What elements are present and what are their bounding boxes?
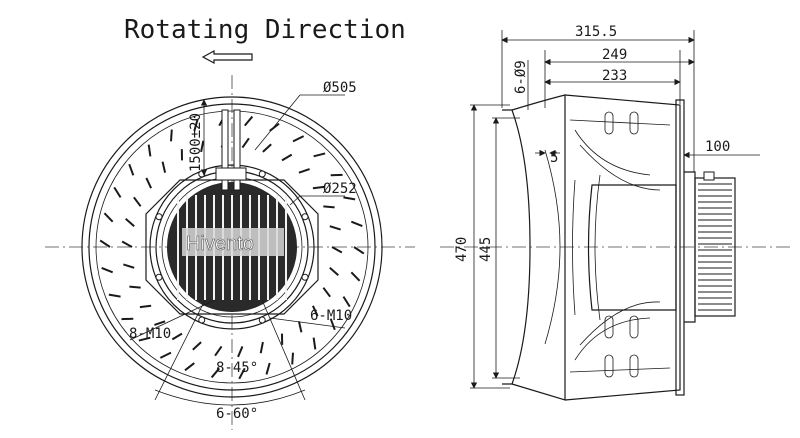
blade-mark xyxy=(121,240,133,248)
bolt-hole xyxy=(198,316,206,324)
blade-mark xyxy=(281,153,293,162)
blade-mark xyxy=(331,246,343,254)
front-view: Hivento Ø505 Ø252 1500±20 8-M10 6-M10 8-… xyxy=(45,75,415,430)
bolt-hole xyxy=(301,213,309,221)
bolt-holes-a-label: 8-M10 xyxy=(129,326,171,342)
depth-315-label: 315.5 xyxy=(575,24,617,40)
blade-mark xyxy=(125,218,135,227)
blade-mark xyxy=(193,119,199,132)
bolt-holes-b-label: 6-M10 xyxy=(310,308,352,324)
blade-mark xyxy=(214,345,223,357)
blade-mark xyxy=(350,220,363,227)
blade-mark xyxy=(171,332,183,341)
blade-mark xyxy=(329,318,336,331)
blade-mark xyxy=(311,305,319,317)
blade-marks xyxy=(99,114,365,380)
blade-mark xyxy=(298,168,310,174)
logo-text: Hivento xyxy=(186,233,254,255)
blade-mark xyxy=(123,263,135,269)
blade-mark xyxy=(154,320,166,326)
blade-mark xyxy=(99,239,111,248)
blade-mark xyxy=(353,246,365,255)
blade-mark xyxy=(108,293,121,298)
blade-mark xyxy=(145,177,153,189)
angle-a-label: 8-45° xyxy=(216,360,258,376)
blade-mark xyxy=(241,137,250,149)
blade-mark xyxy=(184,362,195,372)
blade-mark xyxy=(139,304,152,309)
bolt-hole xyxy=(258,316,266,324)
blade-mark xyxy=(159,351,172,359)
blade-mark xyxy=(323,205,335,209)
blade-mark xyxy=(243,115,254,127)
blade-mark xyxy=(133,196,142,207)
height-470-label: 470 xyxy=(454,237,470,262)
blade-mark xyxy=(147,144,152,157)
blade-mark xyxy=(265,362,271,375)
gap-label: 5 xyxy=(550,150,558,166)
inner-diameter-label: Ø252 xyxy=(323,181,357,197)
blade-mark xyxy=(192,341,202,351)
blade-mark xyxy=(291,352,294,365)
bolt-hole xyxy=(155,273,163,281)
blade-mark xyxy=(103,212,114,223)
depth-249-label: 249 xyxy=(602,47,627,63)
blade-mark xyxy=(238,367,246,380)
blade-mark xyxy=(329,267,339,276)
plate-thickness-label: 6-Ø9 xyxy=(513,60,529,94)
offset-label: 100 xyxy=(705,139,730,155)
blade-mark xyxy=(259,341,264,354)
blade-mark xyxy=(237,346,244,358)
bolt-hole xyxy=(301,273,309,281)
bolt-hole xyxy=(258,170,266,178)
blade-mark xyxy=(128,163,135,176)
blade-mark xyxy=(322,287,331,298)
outer-diameter-label: Ø505 xyxy=(323,80,357,96)
rotation-arrow-icon xyxy=(201,49,253,65)
blade-mark xyxy=(113,186,122,198)
side-view: 315.5 249 233 6-Ø9 5 100 470 445 xyxy=(440,24,790,401)
blade-mark xyxy=(138,336,151,342)
blade-mark xyxy=(170,129,173,142)
depth-233-label: 233 xyxy=(602,68,627,84)
blade-mark xyxy=(262,143,272,153)
title-text: Rotating Direction xyxy=(124,15,406,45)
blade-mark xyxy=(161,161,167,173)
blade-mark xyxy=(129,285,141,289)
motor-side-fins xyxy=(698,183,732,311)
cable-length-label: 1500±20 xyxy=(188,113,204,172)
blade-mark xyxy=(329,225,341,231)
blade-mark xyxy=(292,135,305,143)
height-445-label: 445 xyxy=(478,237,494,262)
blade-mark xyxy=(297,321,303,333)
bolt-hole xyxy=(155,213,163,221)
blade-mark xyxy=(312,185,325,190)
blade-mark xyxy=(342,296,351,308)
blade-mark xyxy=(313,152,326,158)
blade-mark xyxy=(312,337,317,350)
blade-mark xyxy=(350,271,361,282)
angle-b-label: 6-60° xyxy=(216,406,258,422)
blade-mark xyxy=(101,267,114,274)
blade-mark xyxy=(343,196,356,201)
blade-mark xyxy=(210,367,221,379)
